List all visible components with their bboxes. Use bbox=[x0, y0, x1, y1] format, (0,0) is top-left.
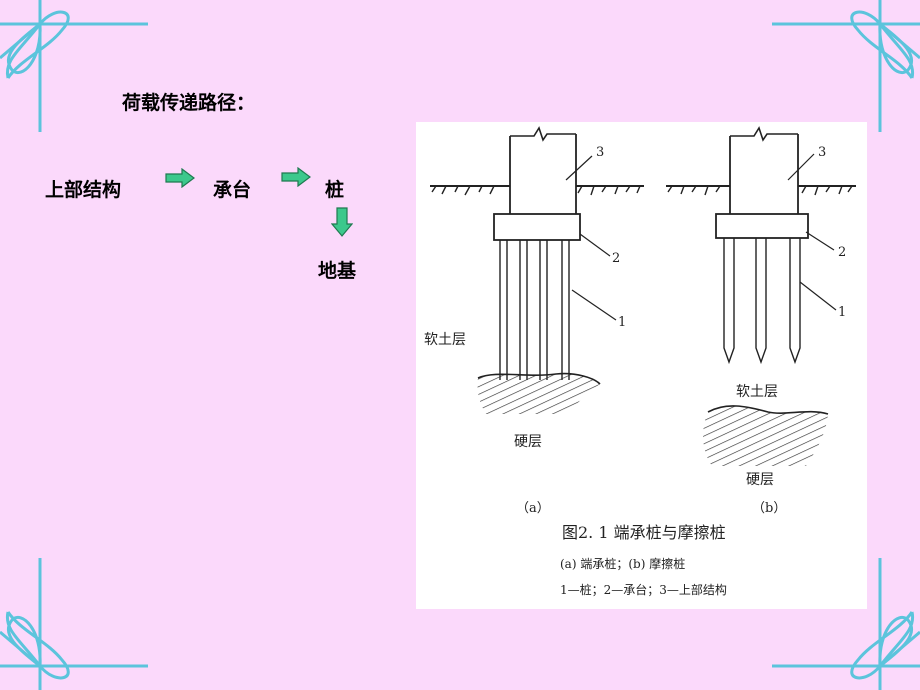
load-path-heading: 荷载传递路径： bbox=[122, 92, 256, 114]
figure-legend-types: (a) 端承桩；(b) 摩擦桩 bbox=[560, 556, 685, 571]
subfigure-a-label: （a） bbox=[516, 501, 550, 516]
diagram-b: 3 2 1 软土层 硬层 （b） bbox=[666, 126, 856, 516]
label-b-3: 3 bbox=[818, 145, 826, 160]
label-a-soft-soil: 软土层 bbox=[424, 332, 466, 348]
flow-step-pile-cap: 承台 bbox=[213, 179, 252, 201]
label-a-1: 1 bbox=[618, 315, 626, 330]
pile-diagram-figure: 3 2 1 软土层 硬层 （a） bbox=[416, 122, 867, 609]
label-a-2: 2 bbox=[612, 251, 620, 266]
diagram-a: 3 2 1 软土层 硬层 （a） bbox=[424, 126, 644, 516]
corner-ribbon-top-left bbox=[0, 0, 148, 132]
right-arrow-icon bbox=[165, 168, 195, 188]
subfigure-b-label: （b） bbox=[752, 501, 786, 516]
down-arrow-icon bbox=[331, 207, 353, 237]
right-arrow-icon bbox=[281, 167, 311, 187]
label-b-hard-layer: 硬层 bbox=[746, 472, 774, 488]
figure-caption: 图2. 1 端承桩与摩擦桩 bbox=[562, 523, 726, 542]
label-a-hard-layer: 硬层 bbox=[514, 434, 542, 450]
label-b-1: 1 bbox=[838, 305, 846, 320]
flow-step-foundation: 地基 bbox=[318, 260, 357, 282]
label-a-3: 3 bbox=[596, 145, 604, 160]
flow-step-superstructure: 上部结构 bbox=[45, 179, 122, 201]
pile-diagram: 3 2 1 软土层 硬层 （a） bbox=[424, 126, 856, 597]
corner-ribbon-bottom-left bbox=[0, 558, 148, 690]
corner-ribbon-bottom-right bbox=[772, 558, 920, 690]
label-b-2: 2 bbox=[838, 245, 846, 260]
flow-step-pile: 桩 bbox=[325, 179, 345, 201]
label-b-soft-soil: 软土层 bbox=[736, 384, 778, 400]
figure-legend-parts: 1—桩；2—承台；3—上部结构 bbox=[560, 582, 727, 597]
corner-ribbon-top-right bbox=[772, 0, 920, 132]
